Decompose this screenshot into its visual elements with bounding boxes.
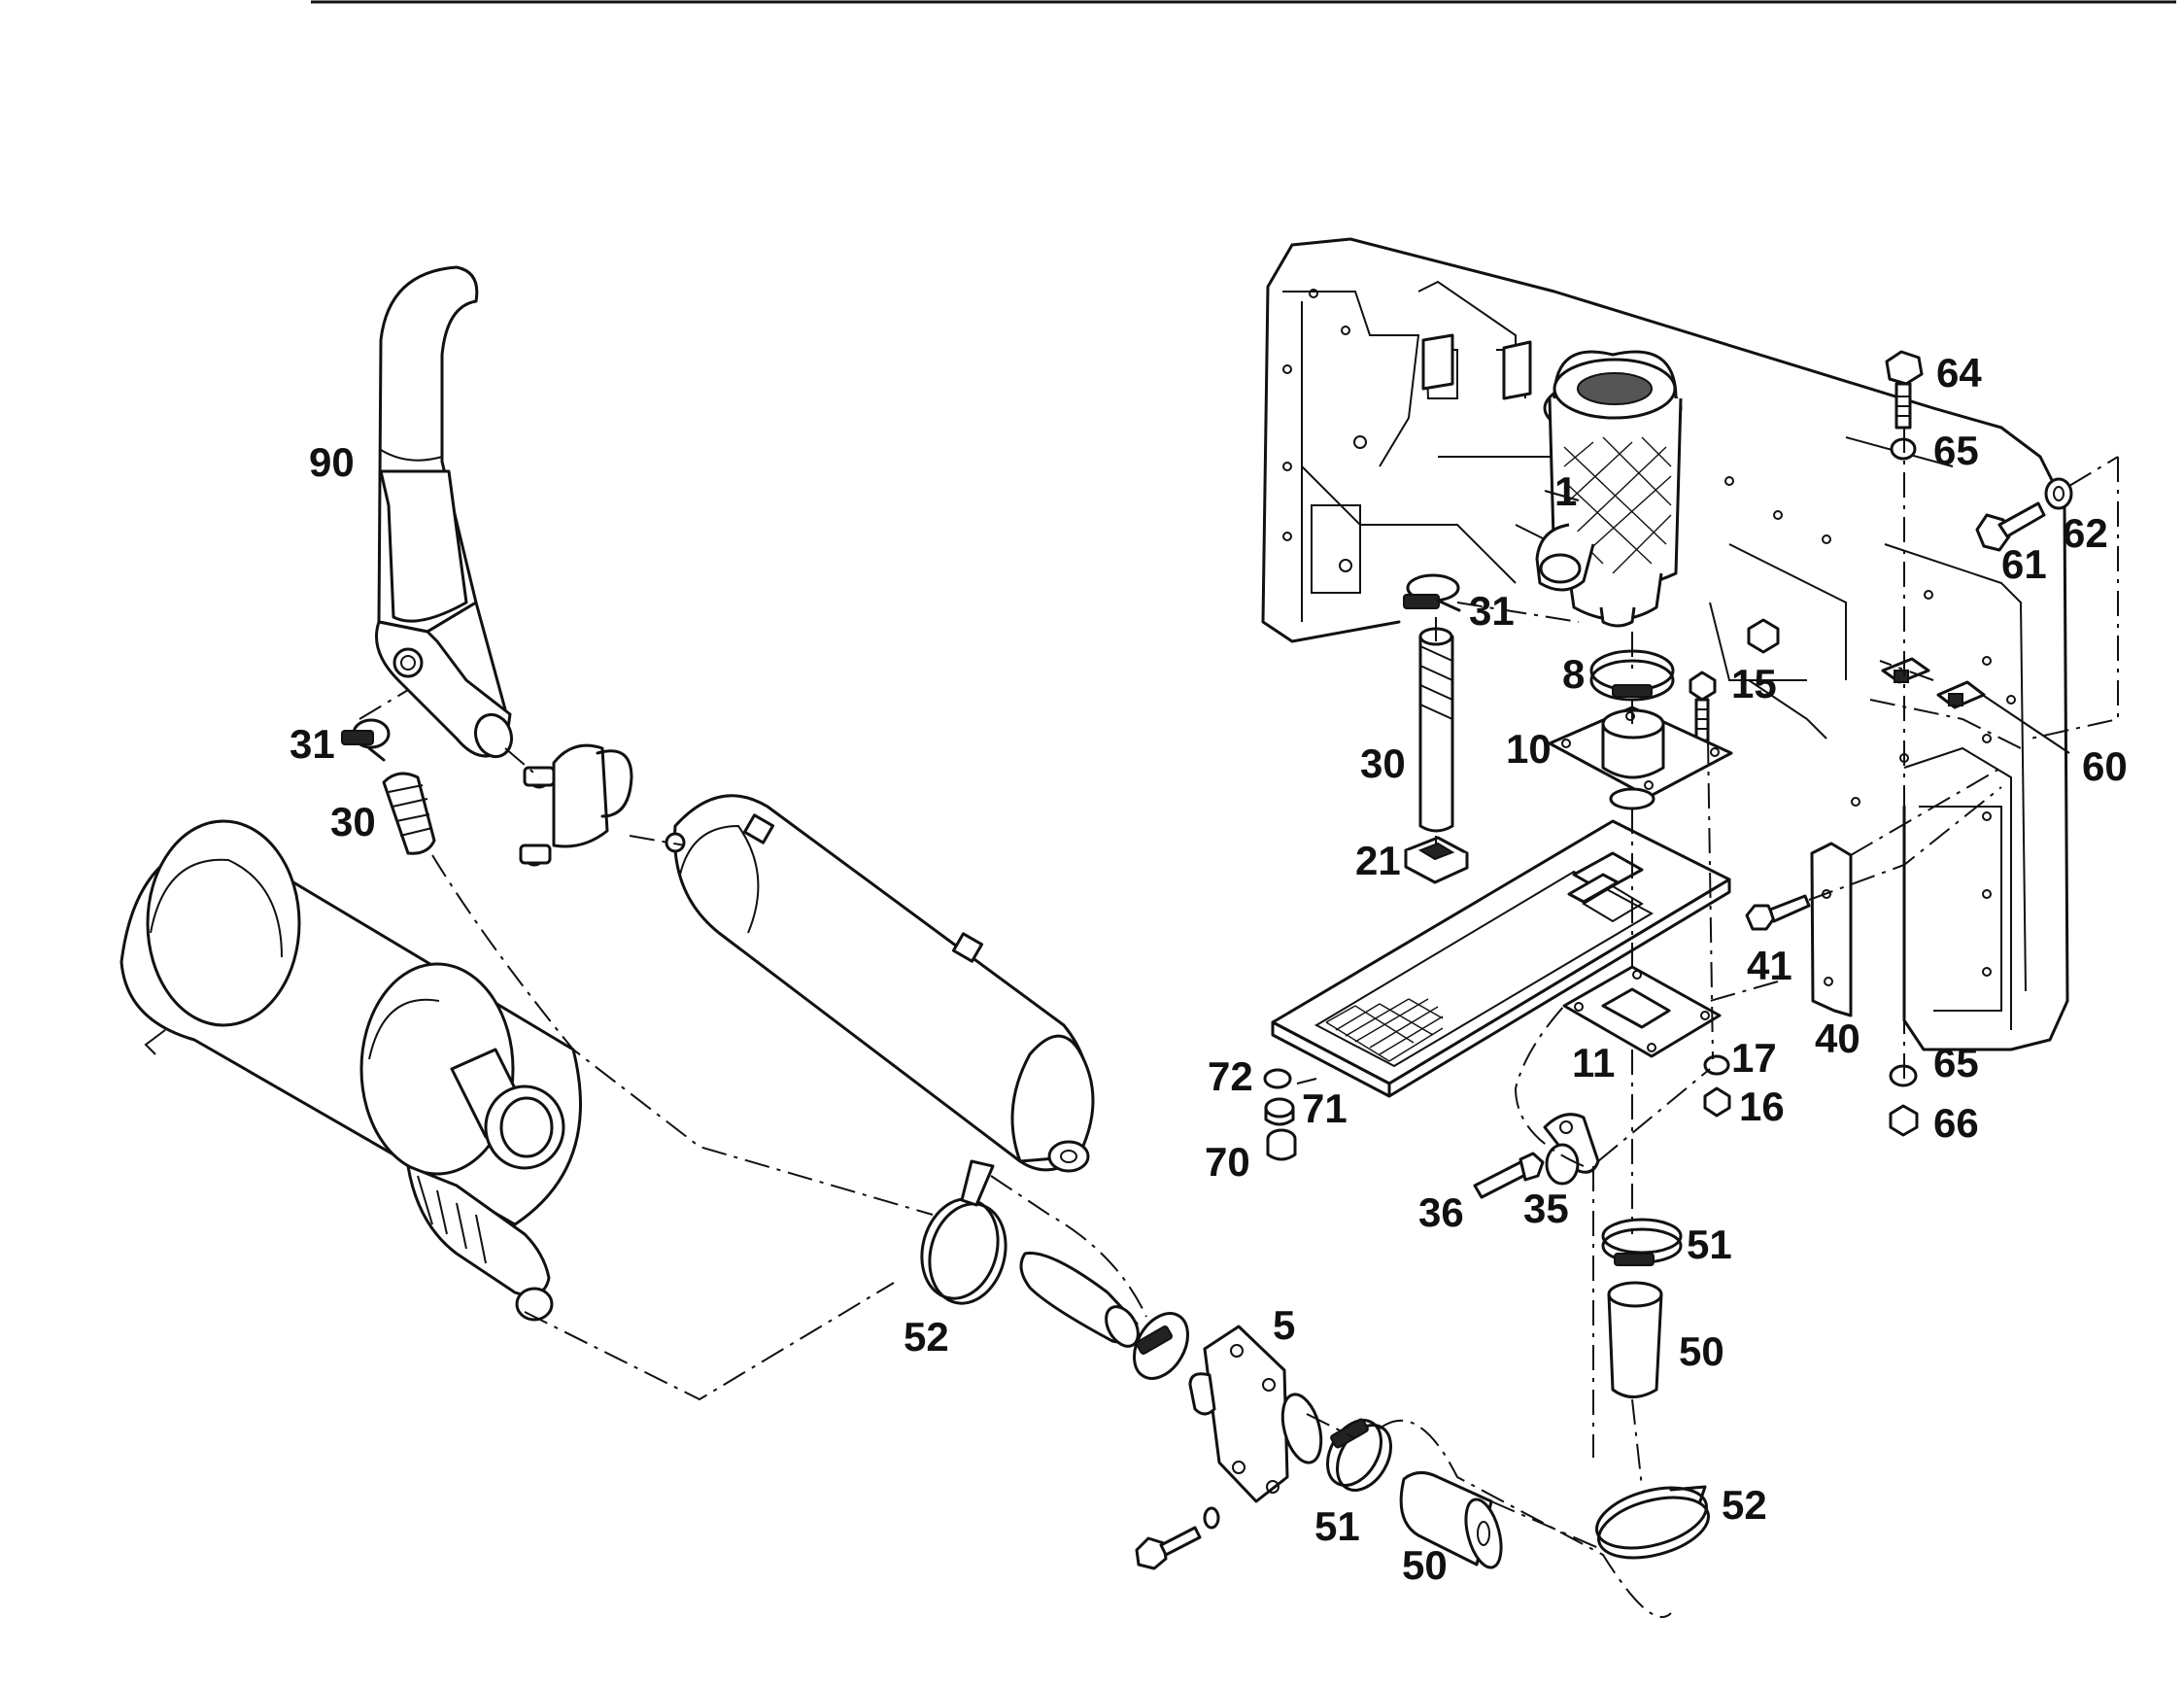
mount-brackets-60 bbox=[1881, 657, 1986, 709]
callout-51-right: 51 bbox=[1687, 1222, 1732, 1267]
bracket-clamp-35 bbox=[1543, 1113, 1600, 1186]
pre-cleaner-drum bbox=[119, 819, 582, 1322]
callout-35: 35 bbox=[1523, 1186, 1569, 1231]
base-tray bbox=[1271, 819, 1731, 1098]
bolt-61 bbox=[1975, 501, 2046, 552]
nut-66 bbox=[1889, 1104, 1919, 1137]
callout-60: 60 bbox=[2082, 743, 2128, 789]
hose-clamp-51-right bbox=[1601, 1218, 1683, 1266]
bolt-15 bbox=[1689, 671, 1717, 742]
bush-70 bbox=[1266, 1128, 1297, 1161]
hose-clamp-small-left bbox=[1133, 1312, 1189, 1380]
seal-cap-21 bbox=[1404, 836, 1469, 884]
air-cleaner bbox=[1535, 350, 1683, 628]
callout-36: 36 bbox=[1418, 1189, 1464, 1235]
callout-11: 11 bbox=[1572, 1040, 1615, 1085]
washer-17 bbox=[1703, 1054, 1730, 1076]
callout-15: 15 bbox=[1731, 661, 1777, 706]
callout-16: 16 bbox=[1739, 1084, 1785, 1129]
callout-52-right: 52 bbox=[1722, 1482, 1767, 1528]
callout-41: 41 bbox=[1747, 943, 1792, 988]
nut-16 bbox=[1703, 1086, 1731, 1118]
callout-65-lower: 65 bbox=[1933, 1040, 1979, 1085]
callout-30-lower: 30 bbox=[330, 799, 376, 844]
tray-mesh bbox=[1325, 998, 1444, 1062]
callout-71: 71 bbox=[1302, 1085, 1348, 1131]
callout-31-upper: 31 bbox=[1469, 588, 1515, 634]
hose-30-upper bbox=[1418, 627, 1454, 833]
bolt-41 bbox=[1745, 894, 1811, 931]
callout-65-upper: 65 bbox=[1933, 428, 1979, 473]
spacer-71 bbox=[1264, 1097, 1295, 1126]
callout-90: 90 bbox=[309, 439, 355, 485]
callout-5: 5 bbox=[1273, 1302, 1295, 1348]
u-bolt-clamp bbox=[519, 743, 633, 867]
housing-panel bbox=[1261, 237, 2069, 1051]
callout-17: 17 bbox=[1731, 1035, 1777, 1081]
bolt-36 bbox=[1473, 1152, 1545, 1199]
hose-clamp-31-lower bbox=[341, 718, 391, 762]
callout-62: 62 bbox=[2063, 510, 2108, 556]
gasket-plate-11 bbox=[1562, 965, 1722, 1058]
callout-72: 72 bbox=[1208, 1053, 1253, 1099]
callout-labels: 90 31 30 52 5 51 50 52 50 51 36 35 72 71… bbox=[290, 350, 2128, 1588]
callout-31-lower: 31 bbox=[290, 721, 335, 767]
hose-50-bottom bbox=[1399, 1471, 1503, 1569]
callout-66: 66 bbox=[1933, 1100, 1979, 1146]
washer-72 bbox=[1263, 1068, 1292, 1089]
callout-ticks bbox=[1544, 489, 2070, 754]
callout-70: 70 bbox=[1205, 1139, 1250, 1185]
hose-clamp-52-right bbox=[1595, 1485, 1710, 1560]
hose-30-lower bbox=[382, 772, 436, 855]
exhaust-pipe-90 bbox=[375, 265, 514, 759]
callout-1: 1 bbox=[1554, 468, 1577, 514]
mount-plate-40 bbox=[1810, 842, 1853, 1017]
pipe-collar bbox=[1609, 787, 1655, 810]
callout-8: 8 bbox=[1562, 651, 1585, 697]
coupler-tube bbox=[1019, 1252, 1140, 1348]
bolt-64 bbox=[1885, 350, 1924, 430]
silencer bbox=[665, 794, 1095, 1173]
exhaust-flange-5 bbox=[1188, 1325, 1323, 1503]
callout-51-bottom: 51 bbox=[1314, 1503, 1360, 1549]
leader-lines bbox=[358, 428, 2119, 1618]
hose-clamp-31-upper bbox=[1403, 573, 1461, 612]
callout-52-left: 52 bbox=[904, 1314, 949, 1360]
washer-62 bbox=[2044, 477, 2073, 510]
callout-64: 64 bbox=[1936, 350, 1982, 396]
callout-30-upper: 30 bbox=[1360, 740, 1406, 786]
callout-10: 10 bbox=[1506, 726, 1552, 772]
hose-clamp-51-bottom bbox=[1326, 1418, 1392, 1492]
callout-50-bottom: 50 bbox=[1402, 1542, 1448, 1588]
callout-21: 21 bbox=[1355, 838, 1401, 883]
hose-clamp-8 bbox=[1589, 649, 1675, 702]
flange-bolt bbox=[1135, 1506, 1220, 1570]
callout-61: 61 bbox=[2001, 541, 2047, 587]
hose-50-right bbox=[1607, 1281, 1663, 1398]
callout-40: 40 bbox=[1815, 1016, 1860, 1061]
callout-50-right: 50 bbox=[1679, 1328, 1724, 1374]
hose-clamp-52-left bbox=[920, 1159, 1007, 1305]
